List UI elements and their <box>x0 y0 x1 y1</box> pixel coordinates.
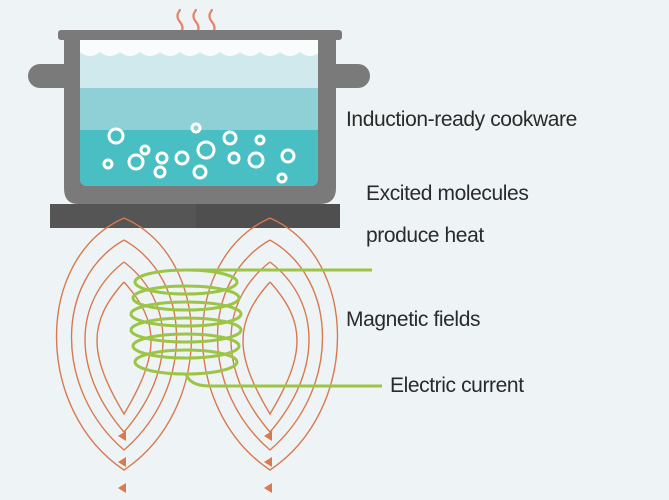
bubble <box>280 148 296 164</box>
bubble <box>227 151 241 165</box>
label-electric-current: Electric current <box>390 374 524 397</box>
field-line <box>242 281 298 416</box>
coil-turn <box>129 300 243 328</box>
coil-turn <box>129 316 243 344</box>
bubble <box>153 165 167 179</box>
field-line <box>55 217 193 471</box>
label-molecules-line1: Excited molecules <box>366 182 529 205</box>
field-line <box>216 239 324 451</box>
label-magnetic-fields: Magnetic fields <box>346 308 481 331</box>
induction-coil <box>129 268 382 388</box>
bubble <box>155 151 169 165</box>
bubble <box>276 172 288 184</box>
field-arrow-icon <box>264 483 272 493</box>
field-line <box>96 281 152 416</box>
bubble <box>139 144 151 156</box>
cooktop-shade <box>196 204 340 228</box>
bubble <box>222 130 238 146</box>
label-cookware: Induction-ready cookware <box>346 108 577 131</box>
bubble <box>102 158 114 170</box>
bubble <box>190 122 202 134</box>
coil-lead-bottom <box>184 373 382 388</box>
coil-turn <box>131 284 241 312</box>
field-arrow-icon <box>264 457 272 467</box>
field-arrow-icon <box>118 483 126 493</box>
pot-rim <box>58 30 342 40</box>
field-line <box>230 261 310 434</box>
coil-turn <box>133 348 239 376</box>
field-arrow-icon <box>118 457 126 467</box>
bubble <box>196 140 216 160</box>
field-arrow-icon <box>264 431 272 441</box>
bubbles <box>102 122 296 184</box>
label-molecules-line2: produce heat <box>366 224 484 247</box>
coil-turn <box>131 332 241 360</box>
field-arrow-icon <box>118 431 126 441</box>
field-line <box>201 217 339 471</box>
magnetic-field-lines <box>55 217 339 493</box>
bubble <box>247 151 265 169</box>
bubble <box>127 153 145 171</box>
bubble <box>107 127 125 145</box>
bubble <box>192 164 208 180</box>
bubble <box>254 134 266 146</box>
bubble <box>174 150 190 166</box>
